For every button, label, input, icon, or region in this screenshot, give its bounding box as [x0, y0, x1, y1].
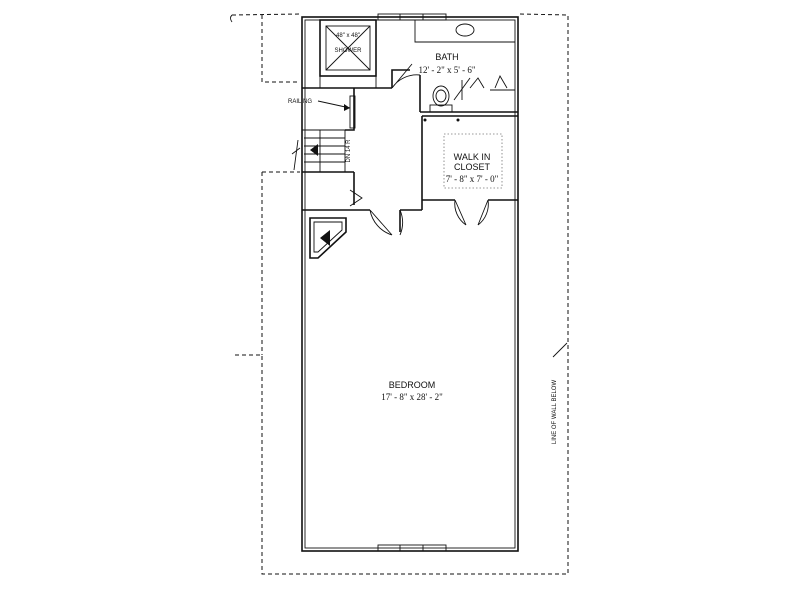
stair-treads — [304, 130, 345, 172]
stair-area — [291, 88, 356, 173]
shower-size-label: 48" x 48" — [336, 33, 360, 39]
labels: 48" x 48" SHOWER BATH 12' - 2" x 5' - 6"… — [288, 33, 558, 444]
closet-name-label-2: CLOSET — [454, 162, 491, 172]
sink-icon — [455, 23, 475, 37]
bedroom-name-label: BEDROOM — [389, 380, 436, 390]
bath-room — [302, 20, 518, 113]
shower — [319, 19, 377, 88]
stair-direction-arrow-icon — [310, 144, 318, 156]
hall-walls — [302, 69, 423, 236]
toilet-icon — [429, 85, 453, 113]
corner-cabinet — [309, 217, 347, 259]
wall-below-label: LINE OF WALL BELOW — [552, 380, 558, 445]
closet-name-label-1: WALK IN — [454, 152, 491, 162]
closet-size-label: 7' - 8" x 7' - 0" — [446, 174, 499, 184]
bath-size-label: 12' - 2" x 5' - 6" — [418, 65, 475, 75]
shower-label: SHOWER — [335, 48, 363, 54]
bath-name-label: BATH — [435, 52, 458, 62]
bedroom-size-label: 17' - 8" x 28' - 2" — [381, 392, 443, 402]
wall-below-outline — [230, 13, 569, 575]
walk-in-closet — [421, 115, 518, 226]
exterior-walls — [301, 13, 519, 552]
railing-label: RAILING — [288, 99, 312, 105]
stair-label: DN 14 R — [346, 139, 352, 163]
